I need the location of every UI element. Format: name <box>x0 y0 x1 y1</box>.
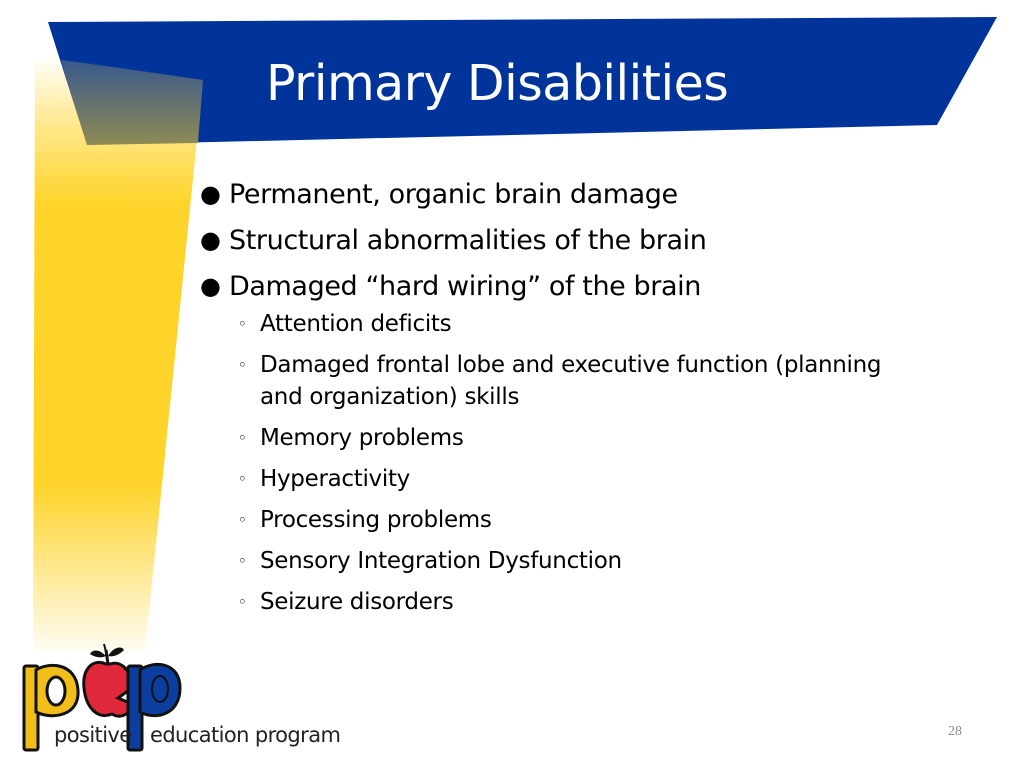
logo-words-education-program: education program <box>150 723 341 747</box>
yellow-accent-bar <box>33 55 203 652</box>
title-banner <box>48 17 997 145</box>
hollow-circle-bullet-icon: ◦ <box>238 470 247 488</box>
hollow-circle-bullet-icon: ◦ <box>238 429 247 447</box>
bullet-list: ● Permanent, organic brain damage ● Stru… <box>196 172 916 627</box>
sub-bullet-text: Sensory Integration Dysfunction <box>260 548 622 574</box>
banner-overlap <box>61 60 203 145</box>
sub-bullet-item: ◦ Attention deficits <box>196 308 916 340</box>
page-number: 28 <box>948 724 962 739</box>
sub-bullet-text: Seizure disorders <box>260 589 454 615</box>
blue-p-icon <box>126 662 182 752</box>
logo-word-positive: positive <box>54 723 132 747</box>
sub-bullet-text: Damaged frontal lobe and executive funct… <box>260 352 882 410</box>
sub-bullet-item: ◦ Sensory Integration Dysfunction <box>196 545 916 577</box>
bullet-text: Damaged “hard wiring” of the brain <box>229 271 701 302</box>
sub-bullet-list: ◦ Attention deficits ◦ Damaged frontal l… <box>196 308 916 618</box>
hollow-circle-bullet-icon: ◦ <box>238 552 247 570</box>
sub-bullet-item: ◦ Processing problems <box>196 504 916 536</box>
sub-bullet-group: ◦ Attention deficits ◦ Damaged frontal l… <box>196 308 916 618</box>
bullet-item: ● Damaged “hard wiring” of the brain <box>196 264 916 310</box>
apple-e-icon <box>82 643 134 718</box>
pep-logo: positive education program <box>18 640 378 758</box>
bullet-item: ● Structural abnormalities of the brain <box>196 218 916 264</box>
filled-circle-bullet-icon: ● <box>200 226 221 254</box>
hollow-circle-bullet-icon: ◦ <box>238 593 247 611</box>
bullet-text: Permanent, organic brain damage <box>229 179 678 210</box>
bullet-item: ● Permanent, organic brain damage <box>196 172 916 218</box>
bullet-text: Structural abnormalities of the brain <box>229 225 707 256</box>
slide-title: Primary Disabilities <box>266 55 729 112</box>
sub-bullet-text: Hyperactivity <box>260 466 410 492</box>
sub-bullet-text: Processing problems <box>260 507 492 533</box>
hollow-circle-bullet-icon: ◦ <box>238 511 247 529</box>
sub-bullet-item: ◦ Damaged frontal lobe and executive fun… <box>196 349 916 413</box>
sub-bullet-text: Attention deficits <box>260 311 452 337</box>
sub-bullet-item: ◦ Seizure disorders <box>196 586 916 618</box>
hollow-circle-bullet-icon: ◦ <box>238 356 247 374</box>
filled-circle-bullet-icon: ● <box>200 180 221 208</box>
hollow-circle-bullet-icon: ◦ <box>238 315 247 333</box>
pep-logo-mark-icon <box>22 643 182 752</box>
sub-bullet-item: ◦ Hyperactivity <box>196 463 916 495</box>
filled-circle-bullet-icon: ● <box>200 272 221 300</box>
yellow-p-icon <box>22 663 80 752</box>
sub-bullet-text: Memory problems <box>260 425 464 451</box>
sub-bullet-item: ◦ Memory problems <box>196 422 916 454</box>
